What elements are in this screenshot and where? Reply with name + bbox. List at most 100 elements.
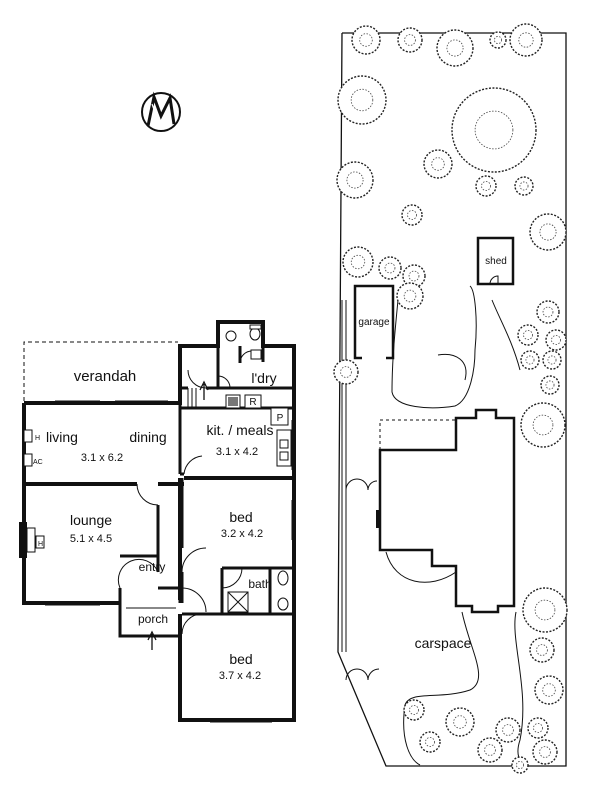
tree-canopy-detail [539, 223, 557, 241]
carspace-label: carspace [415, 635, 472, 651]
shed-label: shed [485, 256, 507, 267]
tree-canopy-detail [403, 289, 417, 303]
tree-canopy-detail [409, 705, 419, 715]
tree-canopy-detail [484, 744, 496, 756]
tree-icon [402, 264, 426, 288]
fixture-heater-label: H [35, 435, 40, 442]
fixture-refrigerator-label: R [249, 397, 256, 408]
tree-canopy-detail [384, 262, 396, 274]
tree-icon [436, 29, 474, 67]
tree-canopy-detail [536, 644, 548, 656]
room-verandah-label: verandah [74, 368, 137, 385]
room-entry-label: entry [139, 560, 166, 574]
tree-icon [545, 329, 567, 351]
fixture-aircon-label: AC [33, 459, 43, 466]
tree-icon [333, 359, 359, 385]
tree-icons [333, 23, 568, 774]
room-laundry-label: l'dry [251, 370, 276, 386]
tree-canopy-detail [545, 380, 555, 390]
tree-icon [536, 300, 560, 324]
garage-label: garage [358, 317, 390, 328]
tree-canopy-detail [525, 355, 535, 365]
tree-icon [514, 176, 534, 196]
room-living-size: 3.1 x 6.2 [81, 452, 123, 464]
tree-canopy-detail [547, 355, 557, 365]
tree-icon [522, 587, 568, 633]
tree-canopy-detail [542, 683, 556, 697]
tree-icon [342, 246, 374, 278]
site-plan: shed garage carspace [333, 23, 568, 774]
tree-icon [378, 256, 402, 280]
tree-icon [540, 375, 560, 395]
room-porch-label: porch [138, 612, 168, 626]
tree-icon [396, 282, 424, 310]
tree-canopy-detail [532, 414, 554, 436]
tree-icon [511, 756, 529, 774]
tree-icon [419, 731, 441, 753]
tree-icon [517, 324, 539, 346]
tree-canopy-detail [350, 254, 366, 270]
tree-icon [401, 204, 423, 226]
room-kitchen-size: 3.1 x 4.2 [216, 446, 258, 458]
tree-icon [397, 27, 423, 53]
tree-icon [532, 739, 558, 765]
room-kitchen-label: kit. / meals [207, 422, 274, 438]
tree-canopy-detail [340, 366, 352, 378]
tree-canopy-detail [523, 330, 533, 340]
fixture-pantry-label: P [277, 413, 284, 424]
floor-plan: verandah living 3.1 x 6.2 dining kit. / … [19, 320, 296, 723]
tree-icon [403, 699, 425, 721]
tree-icon [520, 350, 540, 370]
room-bed2-size: 3.7 x 4.2 [219, 670, 261, 682]
tree-canopy-detail [407, 210, 417, 220]
tree-icon [489, 31, 507, 49]
tree-canopy-detail [408, 270, 420, 282]
tree-canopy-detail [516, 761, 525, 770]
tree-canopy-detail [551, 335, 561, 345]
room-lounge-label: lounge [70, 512, 112, 528]
tree-canopy-detail [404, 34, 416, 46]
tree-icon [337, 75, 387, 125]
tree-icon [542, 350, 562, 370]
fixture-lounge-heater-label: H [38, 541, 43, 548]
room-bed1-size: 3.2 x 4.2 [221, 528, 263, 540]
tree-canopy-detail [425, 737, 435, 747]
tree-icon [351, 25, 381, 55]
tree-canopy-detail [502, 724, 514, 736]
tree-canopy-detail [359, 33, 373, 47]
room-lounge-size: 5.1 x 4.5 [70, 533, 112, 545]
tree-icon [534, 675, 564, 705]
tree-icon [445, 707, 475, 737]
tree-canopy-detail [539, 746, 551, 758]
tree-icon [336, 161, 374, 199]
tree-canopy-detail [481, 181, 491, 191]
tree-canopy-detail [493, 36, 502, 45]
room-bed2-label: bed [229, 651, 252, 667]
tree-canopy-detail [346, 171, 364, 189]
room-bed1-label: bed [229, 509, 252, 525]
tree-canopy-detail [533, 723, 543, 733]
tree-canopy-detail [474, 110, 514, 150]
room-bath-label: bath [248, 577, 271, 591]
room-living-label: living [46, 429, 78, 445]
tree-canopy-detail [534, 599, 556, 621]
tree-canopy-detail [453, 715, 467, 729]
tree-canopy-detail [446, 39, 464, 57]
north-arrow-icon [141, 91, 181, 132]
tree-canopy-detail [518, 32, 534, 48]
tree-icon [529, 637, 555, 663]
tree-canopy-detail [431, 157, 445, 171]
tree-icon [509, 23, 543, 57]
tree-icon [529, 213, 567, 251]
tree-canopy-detail [519, 181, 529, 191]
tree-icon [527, 717, 549, 739]
tree-canopy-detail [542, 306, 554, 318]
tree-icon [451, 87, 537, 173]
tree-icon [477, 737, 503, 763]
tree-icon [475, 175, 497, 197]
tree-icon [520, 402, 566, 448]
tree-canopy-detail [350, 88, 374, 112]
tree-icon [495, 717, 521, 743]
tree-icon [423, 149, 453, 179]
